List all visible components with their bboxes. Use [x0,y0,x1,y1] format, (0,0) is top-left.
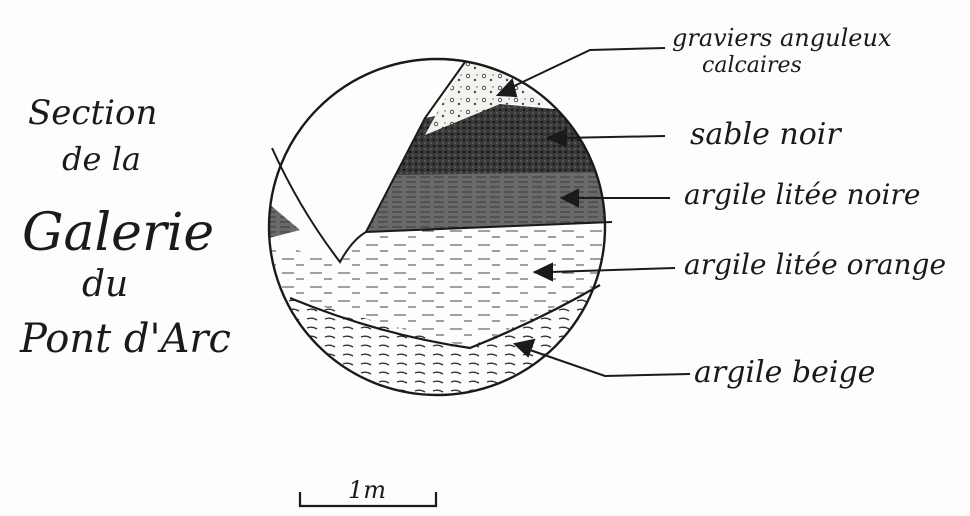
title-du: du [82,264,128,305]
leader-argile-beige [530,350,690,376]
label-graviers-1: graviers anguleux [672,24,892,52]
leader-graviers [510,48,665,88]
layer-fills [250,62,620,400]
title-pont-darc: Pont d'Arc [19,316,231,362]
label-argile-beige: argile beige [694,355,875,390]
title-de-la: de la [62,140,141,178]
layer-left-wedge [262,198,300,240]
title-section: Section [28,93,157,133]
label-graviers-2: calcaires [702,53,802,78]
label-sable: sable noir [690,117,842,152]
label-argile-noire: argile litée noire [684,178,920,211]
title-galerie: Galerie [22,203,214,263]
scale-label: 1m [348,476,386,504]
label-argile-orange: argile litée orange [684,248,946,281]
